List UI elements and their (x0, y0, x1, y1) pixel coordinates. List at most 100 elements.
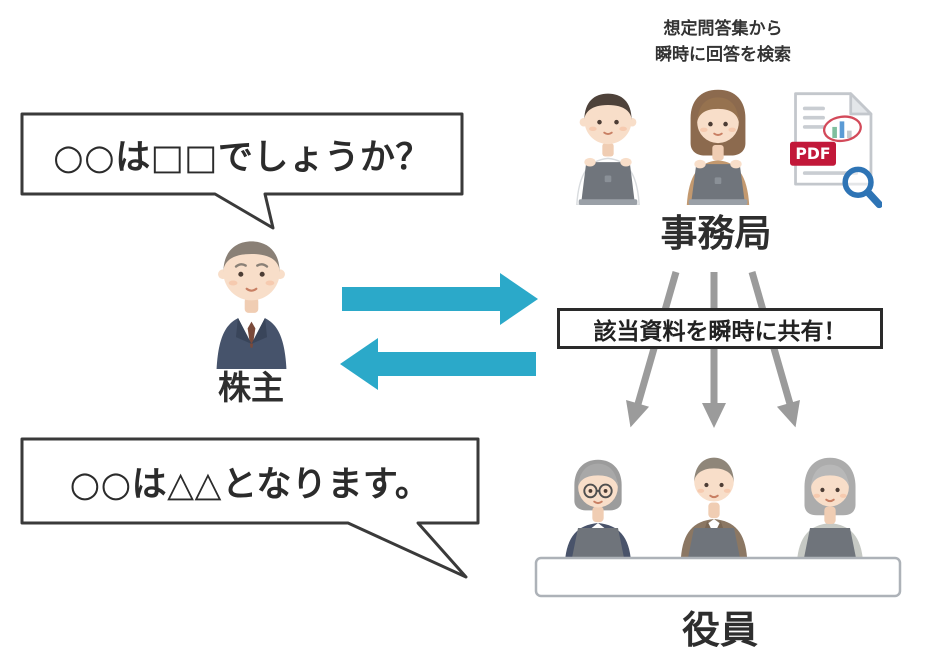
shareholder-hair (223, 241, 280, 273)
arrow-right-icon (342, 273, 538, 325)
pdf-badge-text: PDF (795, 144, 830, 163)
shareholder-lapel-right (251, 317, 268, 344)
executive1-eye-right (603, 488, 608, 493)
pdf-line-4 (802, 171, 859, 175)
secretariat-man-hand-right (620, 157, 632, 167)
pdf-document-icon: PDF (790, 92, 882, 209)
question-bubble: ○○は□□でしょうか？ (18, 110, 488, 235)
pdf-line-3 (802, 125, 825, 129)
gray-arrow-heads (626, 399, 800, 428)
executive3-blush-right (839, 493, 847, 498)
secretariat-woman-neck (712, 145, 724, 161)
secretariat-man-blush-left (589, 126, 597, 132)
executive1-eye-left (588, 488, 593, 493)
executive1-mouth (593, 500, 603, 505)
desk-laptop-middle-icon (688, 528, 740, 558)
shareholder-neck (244, 297, 259, 313)
answer-bubble-shape (20, 437, 480, 579)
shareholder-mouth (245, 287, 258, 292)
secretariat-woman-hand-left (694, 159, 706, 169)
shareholder-brow-right (256, 263, 269, 268)
pdf-chart-bar-green (832, 126, 837, 138)
shareholder-label: 株主 (218, 368, 284, 407)
pdf-chart-bar-blue (839, 121, 845, 138)
executive2-blush-right (723, 488, 731, 493)
pdf-line-1 (802, 106, 825, 111)
executive3-eye-right (835, 487, 840, 493)
gray-arrowhead-right-icon (776, 399, 800, 428)
executive3-blush-left (813, 493, 821, 498)
executive2-eye-left (704, 482, 709, 488)
executive3-face (811, 467, 849, 507)
pdf-badge (790, 141, 836, 166)
secretariat-woman-face (697, 101, 739, 144)
secretariat-woman-mouth (713, 132, 723, 136)
secretariat-man-hand-left (584, 157, 596, 167)
secretariat-note: 想定問答集から 瞬時に回答を検索 (598, 16, 848, 69)
secretariat-note-line2: 瞬時に回答を検索 (655, 45, 791, 66)
share-box: 該当資料を瞬時に共有！ (557, 308, 883, 349)
executive2-neck (708, 502, 720, 519)
executive3-bangs (811, 464, 849, 489)
secretariat-man-face (584, 96, 632, 145)
executives-desk (534, 528, 902, 598)
arrow-left-icon (340, 338, 536, 390)
desk-surface (534, 556, 902, 598)
pdf-page-fold (849, 92, 873, 116)
secretariat-man-hair (584, 93, 632, 121)
shareholder-blush-left (228, 280, 238, 286)
magnifier-lens-icon (842, 166, 874, 198)
executive2-blush-left (697, 488, 705, 493)
shareholder-face (223, 244, 280, 301)
question-bubble-text: ○○は□□でしょうか？ (53, 137, 431, 178)
shareholder-lapel-left (235, 317, 252, 344)
secretariat-woman-eye-left (708, 121, 713, 127)
shareholder-illustration (216, 241, 287, 369)
desk-laptop-left-icon (572, 528, 624, 558)
secretariat-woman-eye-right (723, 121, 728, 127)
pdf-red-circle-annotation (822, 115, 862, 143)
executive2-shirt (707, 519, 721, 535)
pdf-line-2 (802, 115, 825, 120)
executive2-mouth (709, 494, 719, 499)
secretariat-man-laptop-logo (604, 175, 612, 183)
answer-bubble-text: ○○は△△となります。 (69, 464, 431, 505)
secretariat-woman-laptop-base (688, 199, 748, 205)
secretariat-man-mouth (603, 131, 613, 136)
question-bubble-shape (20, 112, 464, 230)
question-bubble-outline (20, 112, 464, 230)
shareholder-eye-left (238, 271, 244, 277)
secretariat-woman-bangs (697, 97, 739, 125)
executive2-hair (694, 457, 734, 484)
secretariat-man-blush-right (619, 126, 627, 132)
secretariat-man-neck (602, 143, 614, 157)
secretariat-woman-illustration (686, 89, 750, 205)
secretariat-label: 事務局 (660, 212, 772, 255)
executive1-hair-front (578, 463, 618, 489)
executive3-eye-left (820, 487, 825, 493)
pdf-chart-bar-gray (847, 130, 852, 138)
secretariat-man-eye-left (597, 119, 602, 125)
secretariat-man-laptop-base (578, 199, 638, 205)
executive2-eye-right (719, 482, 724, 488)
secretariat-woman-blush-right (728, 127, 736, 132)
answer-bubble-outline (20, 437, 480, 579)
secretariat-note-line1: 想定問答集から (663, 19, 783, 39)
gray-arrowhead-left-icon (626, 399, 650, 428)
executive3-mouth (825, 498, 835, 503)
magnifier-handle-icon (864, 188, 882, 209)
secretariat-woman-blush-left (700, 127, 708, 132)
answer-bubble: ○○は△△となります。 (18, 435, 508, 585)
executive3-neck (824, 506, 836, 525)
shareholder-blush-right (265, 280, 275, 286)
secretariat-woman-laptop-logo (714, 177, 722, 185)
secretariat-woman-hand-right (730, 159, 742, 169)
shareholder-eye-right (259, 271, 265, 277)
executive1-neck (592, 506, 604, 523)
gray-arrowhead-middle-icon (702, 403, 726, 428)
desk-laptop-right-icon (804, 528, 856, 558)
secretariat-man-eye-right (614, 119, 619, 125)
secretariat-man-illustration (576, 93, 640, 205)
executives-label: 役員 (681, 608, 758, 652)
